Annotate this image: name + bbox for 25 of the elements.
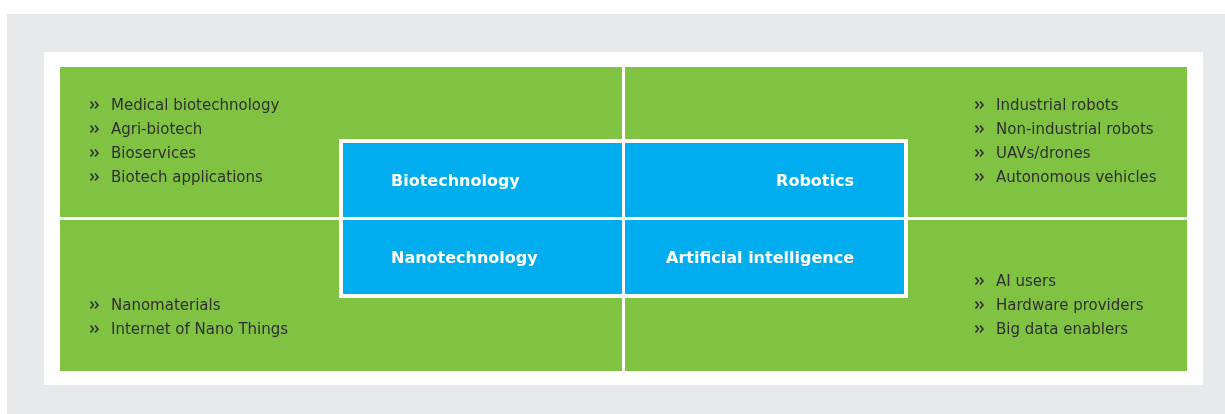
- list-item: Big data enablers: [996, 320, 1129, 338]
- list-item: Hardware providers: [996, 296, 1144, 314]
- category-title: Artificial intelligence: [666, 247, 854, 267]
- list-item: Internet of Nano Things: [111, 320, 289, 338]
- list-item: Nanomaterials: [111, 296, 221, 314]
- list-item: Medical biotechnology: [111, 96, 280, 114]
- quadrant-panel: [60, 67, 622, 217]
- list-item: Biotech applications: [111, 168, 263, 186]
- category-box: [625, 139, 908, 217]
- quadrant-panel: [625, 67, 1187, 217]
- list-item: Autonomous vehicles: [996, 168, 1157, 186]
- quadrant-panel: [625, 220, 1187, 371]
- list-item: Non-industrial robots: [996, 120, 1154, 138]
- list-item: AI users: [996, 272, 1056, 290]
- list-item: Bioservices: [111, 144, 197, 162]
- category-title: Nanotechnology: [391, 247, 538, 267]
- list-item: Industrial robots: [996, 96, 1119, 114]
- quadrant-panel: [60, 220, 622, 371]
- list-item: UAVs/drones: [996, 144, 1091, 162]
- category-title: Biotechnology: [391, 170, 520, 190]
- category-box: [625, 220, 908, 298]
- category-title: Robotics: [776, 170, 854, 190]
- category-box: [339, 139, 622, 217]
- list-item: Agri-biotech: [111, 120, 203, 138]
- category-box: [339, 220, 622, 298]
